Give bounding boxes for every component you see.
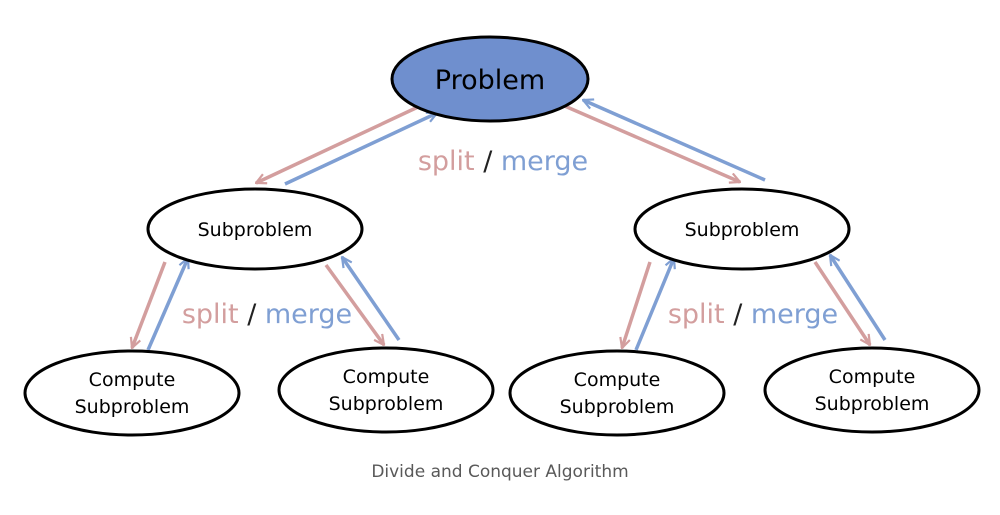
subproblem-node-right-shape bbox=[633, 187, 851, 271]
leaf-node-1-line2: Subproblem bbox=[75, 396, 190, 418]
split-merge-label-top: split / merge bbox=[418, 146, 588, 177]
merge-arrow-left-sub-leaf2 bbox=[340, 257, 401, 341]
split-merge-label-right: split / merge bbox=[668, 299, 838, 330]
split-merge-label-left: split / merge bbox=[182, 299, 352, 330]
leaf-node-2-line1: Compute bbox=[343, 366, 430, 388]
subproblem-node-right: Subproblem bbox=[633, 187, 851, 271]
subproblem-node-left: Subproblem bbox=[146, 187, 364, 271]
root-node-shape bbox=[390, 35, 590, 123]
split-arrow-right-sub-leaf4 bbox=[813, 261, 872, 345]
leaf-node-4-shape bbox=[763, 346, 981, 434]
split-arrow-root-right bbox=[559, 102, 740, 182]
leaf-node-3-shape bbox=[508, 349, 726, 437]
slash-label: / bbox=[475, 146, 501, 177]
merge-label: merge bbox=[265, 299, 352, 330]
leaf-node-2-shape bbox=[277, 346, 495, 434]
leaf-node-1-shape bbox=[23, 349, 241, 437]
root-node: Problem bbox=[390, 35, 590, 123]
merge-arrow-right-sub-leaf4 bbox=[828, 255, 887, 341]
leaf-node-2: Compute Subproblem bbox=[277, 346, 495, 434]
split-label: split bbox=[418, 146, 475, 177]
leaf-node-3: Compute Subproblem bbox=[508, 349, 726, 437]
subproblem-node-left-label: Subproblem bbox=[198, 219, 313, 241]
subproblem-node-left-shape bbox=[146, 187, 364, 271]
split-arrow-left-sub-leaf2 bbox=[324, 263, 384, 345]
leaf-node-4: Compute Subproblem bbox=[763, 346, 981, 434]
merge-label: merge bbox=[501, 146, 588, 177]
slash-label: / bbox=[239, 299, 265, 330]
root-node-label: Problem bbox=[435, 65, 545, 96]
split-arrow-left-sub-leaf1 bbox=[132, 261, 167, 348]
leaf-node-4-line1: Compute bbox=[829, 366, 916, 388]
figure-caption: Divide and Conquer Algorithm bbox=[371, 462, 629, 482]
leaf-node-2-line2: Subproblem bbox=[329, 393, 444, 415]
merge-arrow-root-left bbox=[284, 111, 437, 186]
leaf-node-4-line2: Subproblem bbox=[815, 393, 930, 415]
leaf-node-1-line1: Compute bbox=[89, 369, 176, 391]
leaf-node-1: Compute Subproblem bbox=[23, 349, 241, 437]
leaf-node-3-line2: Subproblem bbox=[560, 396, 675, 418]
divide-and-conquer-diagram: Problem Subproblem Subproblem Compute Su… bbox=[23, 35, 981, 437]
merge-arrow-right-sub-leaf3 bbox=[634, 258, 674, 351]
leaf-node-3-line1: Compute bbox=[574, 369, 661, 391]
merge-arrow-left-sub-leaf1 bbox=[146, 258, 188, 351]
split-arrow-right-sub-leaf3 bbox=[622, 261, 652, 348]
split-label: split bbox=[182, 299, 239, 330]
subproblem-node-right-label: Subproblem bbox=[685, 219, 800, 241]
merge-label: merge bbox=[751, 299, 838, 330]
merge-arrow-root-right bbox=[583, 100, 766, 182]
split-label: split bbox=[668, 299, 725, 330]
slash-label: / bbox=[725, 299, 751, 330]
split-arrow-root-left bbox=[256, 105, 419, 185]
